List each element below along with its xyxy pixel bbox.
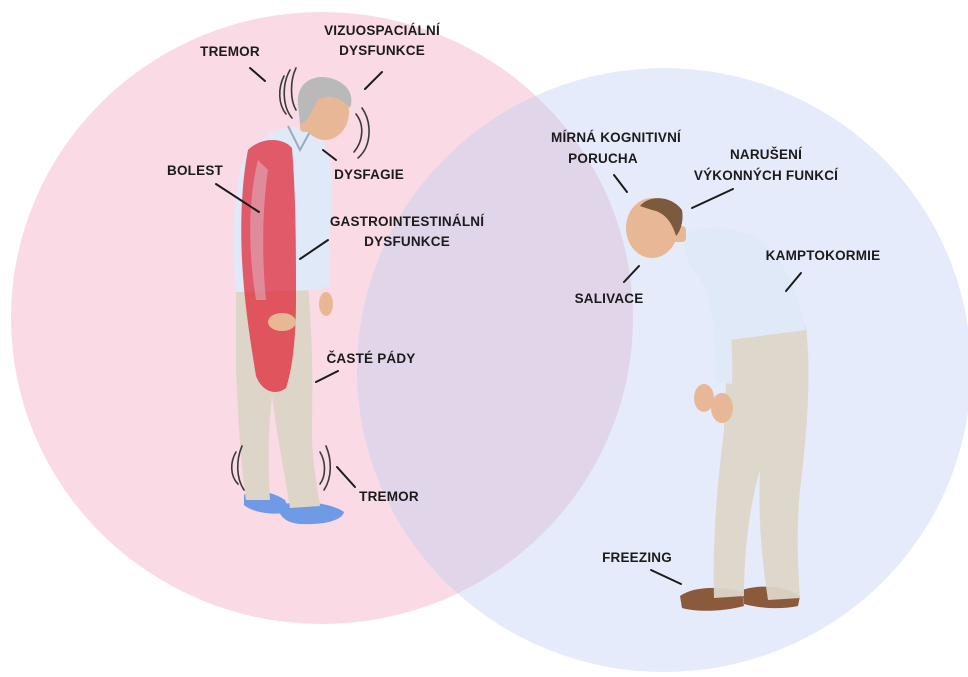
label-tremor-feet: TREMOR (359, 489, 419, 504)
label-mci-2: PORUCHA (568, 151, 638, 166)
man-hand-right (711, 393, 733, 423)
woman-left-hand (268, 313, 296, 331)
label-exec-2: VÝKONNÝCH FUNKCÍ (694, 168, 839, 183)
label-visuospatial-2: DYSFUNKCE (339, 43, 425, 58)
label-freezing: FREEZING (602, 550, 672, 565)
label-visuospatial-1: VIZUOSPACIÁLNÍ (324, 23, 441, 38)
label-pain: BOLEST (167, 163, 224, 178)
label-falls: ČASTÉ PÁDY (326, 351, 415, 366)
woman-right-hand (319, 292, 333, 316)
label-gi-1: GASTROINTESTINÁLNÍ (330, 214, 485, 229)
label-tremor-head: TREMOR (200, 44, 260, 59)
label-exec-1: NARUŠENÍ (730, 147, 803, 162)
label-camptocormia: KAMPTOKORMIE (766, 248, 881, 263)
label-salivation: SALIVACE (575, 291, 644, 306)
label-gi-2: DYSFUNKCE (364, 234, 450, 249)
right-circle (357, 68, 968, 672)
label-mci-1: MÍRNÁ KOGNITIVNÍ (551, 130, 682, 145)
man-hand-left (694, 384, 714, 412)
label-dysphagia: DYSFAGIE (334, 167, 404, 182)
